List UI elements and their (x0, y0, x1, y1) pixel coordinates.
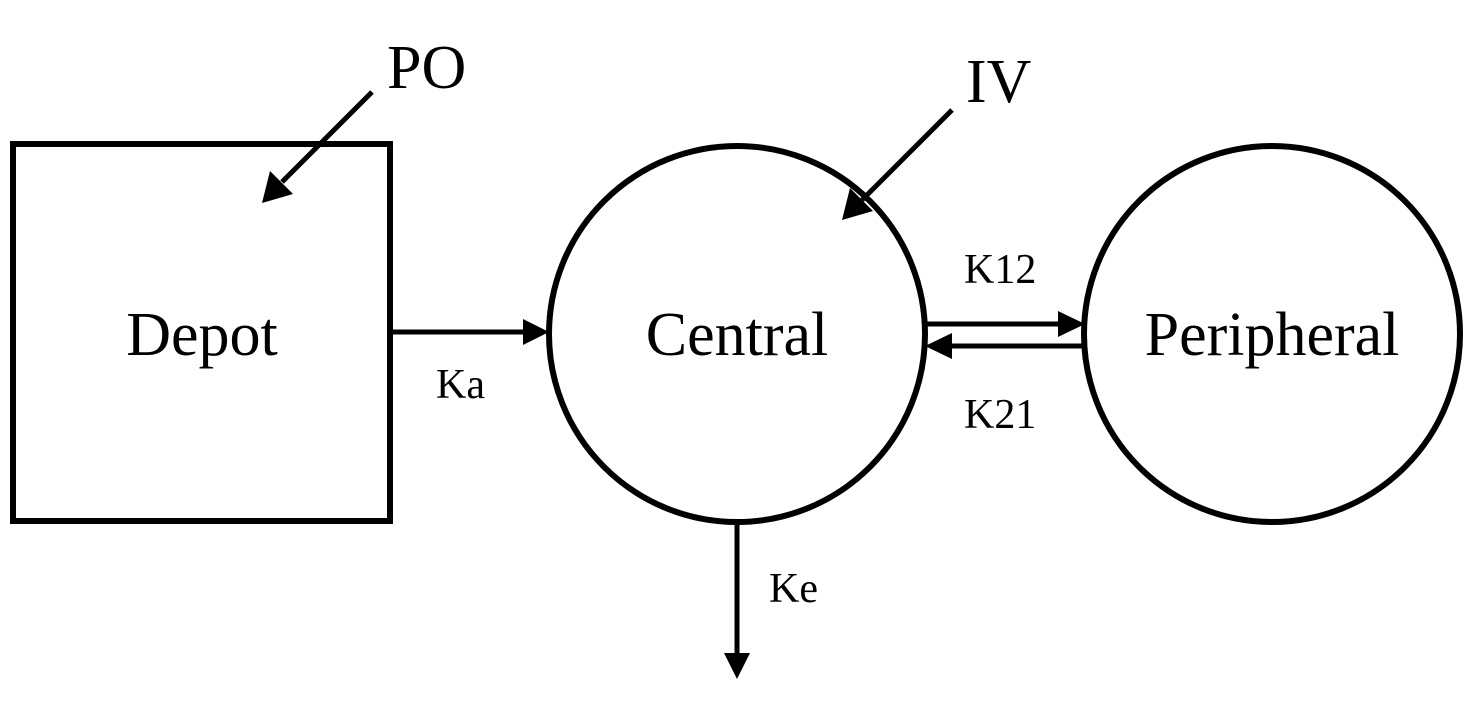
k12-arrow: K12 (927, 247, 1085, 337)
ka-arrow: Ka (392, 319, 549, 408)
po-label: PO (387, 34, 466, 102)
peripheral-compartment: Peripheral (1081, 143, 1463, 525)
po-dose-arrow: PO (262, 34, 466, 203)
k21-label: K21 (964, 392, 1036, 438)
central-compartment: Central (546, 143, 928, 525)
ke-label: Ke (769, 566, 818, 612)
iv-label: IV (966, 48, 1032, 116)
peripheral-label: Peripheral (1145, 301, 1400, 369)
k21-arrow: K21 (925, 333, 1083, 438)
k12-label: K12 (964, 247, 1036, 293)
central-label: Central (646, 301, 829, 369)
ke-arrow: Ke (724, 522, 818, 679)
peripheral-circle (1081, 143, 1463, 525)
depot-compartment: Depot (10, 141, 393, 524)
iv-dose-arrow: IV (842, 48, 1032, 220)
depot-label: Depot (126, 301, 278, 369)
depot-box (10, 141, 393, 524)
ka-label: Ka (436, 362, 485, 408)
